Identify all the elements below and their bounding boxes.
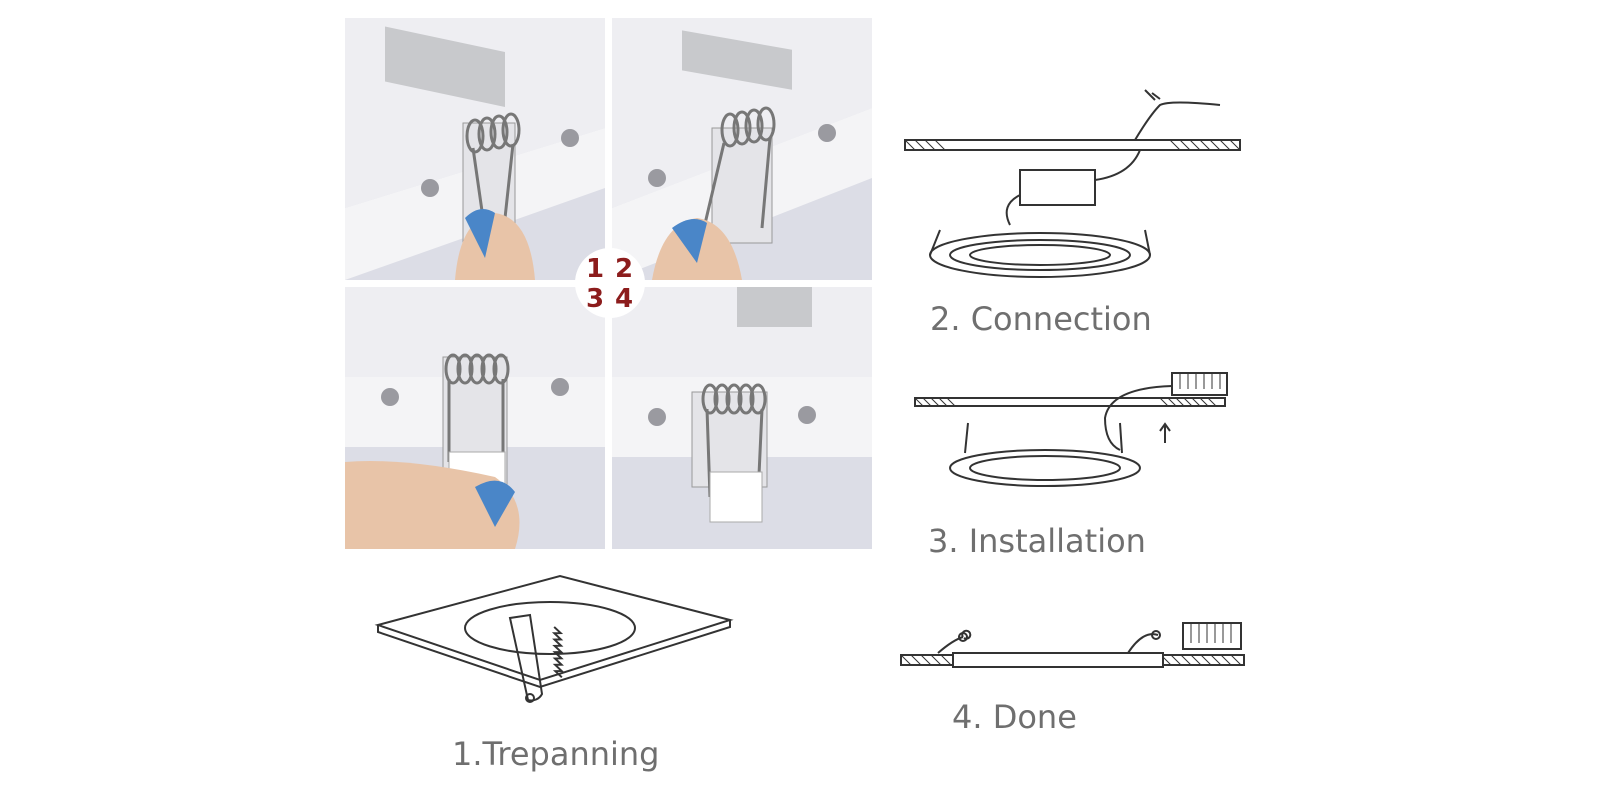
photo-step-3 [345, 287, 605, 549]
trepanning-diagram [374, 574, 734, 703]
step-label-installation: 3. Installation [928, 522, 1146, 560]
connection-diagram [904, 89, 1241, 278]
badge-number-1: 1 [586, 254, 605, 284]
photo-step-1 [345, 18, 605, 280]
badge-number-3: 3 [586, 284, 605, 314]
photo-step-2 [612, 18, 872, 280]
step-number-badge: 1 2 3 4 [575, 248, 645, 318]
photo-step-4 [612, 287, 872, 549]
installation-diagram [914, 372, 1228, 487]
step-label-done: 4. Done [952, 698, 1077, 736]
badge-number-4: 4 [615, 284, 634, 314]
step-label-trepanning: 1.Trepanning [452, 735, 660, 773]
badge-number-2: 2 [615, 254, 634, 284]
step-label-connection: 2. Connection [930, 300, 1152, 338]
done-diagram [900, 622, 1245, 668]
